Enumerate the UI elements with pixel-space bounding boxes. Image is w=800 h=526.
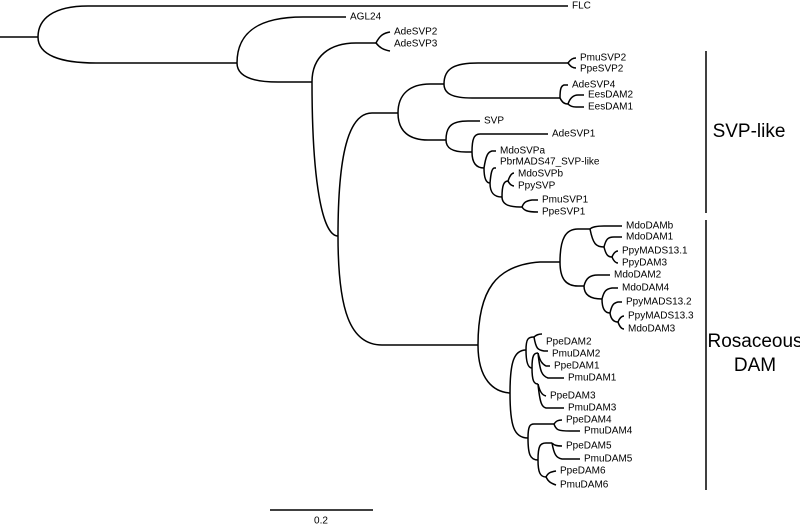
leaf-label-pbrmads47: PbrMADS47_SVP-like	[500, 157, 600, 168]
leaf-label-ppymads131: PpyMADS13.1	[622, 246, 688, 257]
leaf-label-mdosvpa: MdoSVPa	[500, 146, 545, 157]
leaf-label-ppysvp: PpySVP	[518, 181, 556, 192]
leaf-label-pmudam3: PmuDAM3	[568, 403, 617, 414]
leaf-label-mdosvpb: MdoSVPb	[518, 169, 563, 180]
leaf-label-pmudam1: PmuDAM1	[568, 373, 617, 384]
rosaceous-dam-clade-label-line2: DAM	[734, 355, 776, 376]
leaf-label-pmudam4: PmuDAM4	[584, 426, 633, 437]
leaf-label-ppesvp1: PpeSVP1	[542, 207, 586, 218]
leaf-label-adesvp1: AdeSVP1	[552, 129, 596, 140]
leaf-label-ppydam3: PpyDAM3	[622, 258, 667, 269]
leaf-label-agl24: AGL24	[350, 12, 382, 23]
scale-bar-label: 0.2	[314, 516, 328, 526]
leaf-label-pmudam2: PmuDAM2	[552, 349, 601, 360]
leaf-label-ppedam3: PpeDAM3	[550, 391, 596, 402]
tree-branches	[0, 5, 625, 486]
leaf-label-ppesvp2: PpeSVP2	[580, 64, 624, 75]
leaf-label-mdodam4: MdoDAM4	[622, 283, 670, 294]
leaf-label-pmudam5: PmuDAM5	[584, 454, 633, 465]
leaf-label-svp: SVP	[484, 116, 504, 127]
leaf-label-ppedam5: PpeDAM5	[566, 441, 612, 452]
clade-annotations: SVP-like Rosaceous DAM	[705, 51, 800, 490]
leaf-label-ppedam4: PpeDAM4	[566, 415, 612, 426]
leaf-label-pmudam6: PmuDAM6	[560, 480, 609, 491]
leaf-label-mdodam3: MdoDAM3	[628, 324, 676, 335]
leaf-label-mdodam2: MdoDAM2	[614, 270, 662, 281]
scale-bar: 0.2	[270, 509, 373, 526]
leaf-label-ppedam6: PpeDAM6	[560, 466, 606, 477]
tree-leaves: FLC AGL24 AdeSVP2 AdeSVP3 PmuSVP2 PpeSVP…	[350, 1, 694, 491]
leaf-label-adesvp3: AdeSVP3	[394, 39, 438, 50]
leaf-label-pmusvp2: PmuSVP2	[580, 53, 627, 64]
leaf-label-adesvp4: AdeSVP4	[572, 80, 616, 91]
leaf-label-eesdam1: EesDAM1	[588, 102, 633, 113]
leaf-label-ppymads133: PpyMADS13.3	[628, 311, 694, 322]
leaf-label-ppedam1: PpeDAM1	[554, 361, 600, 372]
leaf-label-ppedam2: PpeDAM2	[546, 337, 592, 348]
leaf-label-eesdam2: EesDAM2	[588, 90, 633, 101]
leaf-label-mdodam1: MdoDAM1	[626, 232, 674, 243]
leaf-label-flc: FLC	[572, 1, 591, 12]
leaf-label-ppymads132: PpyMADS13.2	[626, 297, 692, 308]
rosaceous-dam-clade-label-line1: Rosaceous	[707, 331, 800, 352]
leaf-label-pmusvp1: PmuSVP1	[542, 195, 589, 206]
leaf-label-mdodamb: MdoDAMb	[626, 221, 674, 232]
leaf-label-adesvp2: AdeSVP2	[394, 27, 438, 38]
svp-like-clade-label: SVP-like	[713, 121, 786, 142]
